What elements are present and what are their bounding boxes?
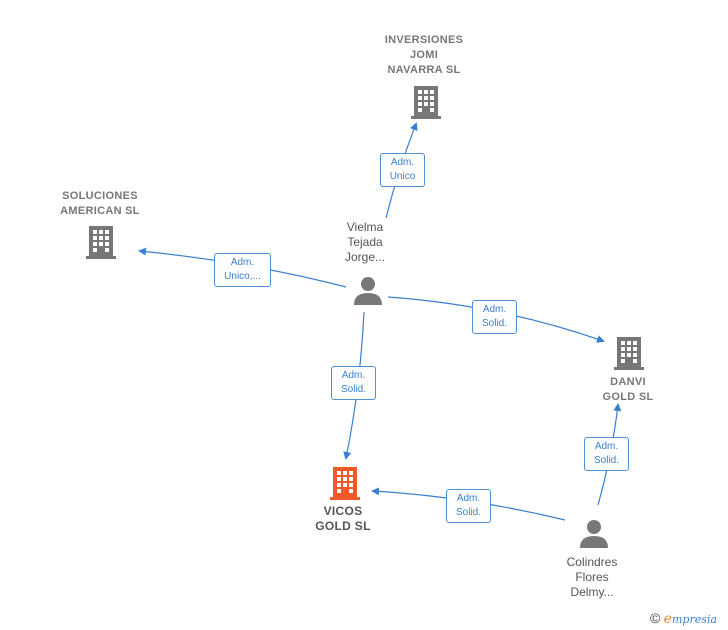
brand-logo-text: mpresia [671,613,717,626]
company-label-vicos[interactable]: VICOS GOLD SL [315,504,371,533]
building-icon [86,226,116,259]
copyright-notice: © empresia [650,610,717,627]
edge-label-vielma-vicos: Adm. Solid. [331,366,376,400]
person-icon [580,520,608,548]
edge-label-colindres-vicos: Adm. Solid. [446,489,491,523]
company-label-danvi[interactable]: DANVI GOLD SL [602,376,654,403]
edge-label-colindres-danvi: Adm. Solid. [584,437,629,471]
building-icon [614,337,644,370]
company-label-inversiones[interactable]: INVERSIONES JOMI NAVARRA SL [384,34,464,76]
building-icon [411,86,441,119]
copyright-symbol: © [650,610,661,626]
edge-label-vielma-danvi: Adm. Solid. [472,300,517,334]
person-label-colindres[interactable]: Colindres Flores Delmy... [566,555,618,599]
person-label-vielma[interactable]: Vielma Tejada Jorge... [344,220,386,264]
edge-label-vielma-soluciones: Adm. Unico,... [214,253,271,287]
brand-logo-initial: e [663,611,672,627]
building-icon-main [330,467,360,500]
edge-label-vielma-inversiones: Adm. Unico [380,153,425,187]
company-label-soluciones[interactable]: SOLUCIONES AMERICAN SL [60,190,140,217]
person-icon [354,277,382,305]
